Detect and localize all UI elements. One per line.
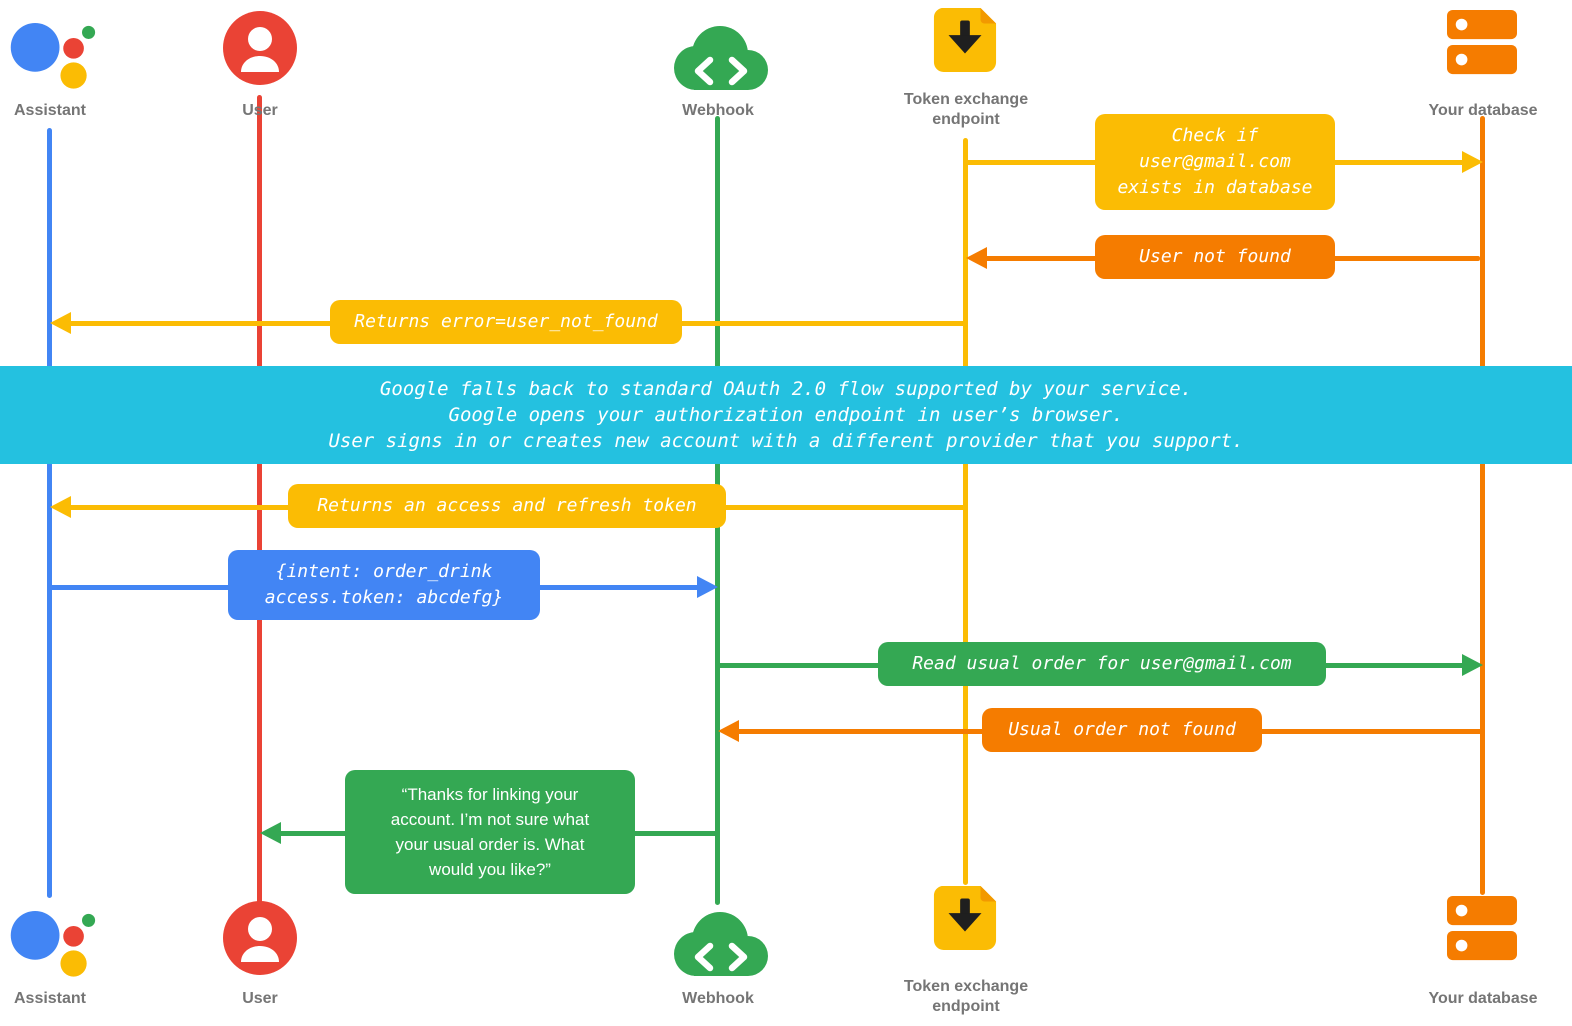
actor-label-database-top: Your database (1428, 102, 1538, 119)
google-assistant-icon (6, 896, 98, 991)
cloud-code-icon (660, 900, 776, 989)
arrowhead-assistant-response (260, 822, 281, 844)
arrowhead-intent-order-drink (697, 576, 718, 598)
arrowhead-returns-tokens (50, 496, 71, 518)
message-returns-tokens: Returns an access and refresh token (288, 484, 726, 528)
message-intent-order-drink: {intent: order_drink access.token: abcde… (228, 550, 540, 620)
message-check-user-exists: Check if user@gmail.com exists in databa… (1095, 114, 1335, 210)
arrowhead-returns-error (50, 312, 71, 334)
token-exchange-icon (932, 884, 998, 955)
user-icon (220, 8, 300, 93)
actor-label-database-bottom: Your database (1428, 990, 1538, 1007)
actor-label-user-bottom: User (242, 990, 278, 1007)
arrowhead-user-not-found (966, 247, 987, 269)
message-returns-error: Returns error=user_not_found (330, 300, 682, 344)
user-icon (220, 898, 300, 983)
oauth-fallback-banner: Google falls back to standard OAuth 2.0 … (0, 366, 1572, 464)
message-read-usual-order: Read usual order for user@gmail.com (878, 642, 1326, 686)
actor-label-assistant-bottom: Assistant (13, 990, 87, 1007)
cloud-code-icon (660, 14, 776, 103)
message-assistant-response: “Thanks for linking your account. I’m no… (345, 770, 635, 894)
actor-label-token-exchange-top: Token exchange endpoint (903, 91, 1029, 128)
token-exchange-icon (932, 6, 998, 77)
actor-label-assistant-top: Assistant (13, 102, 87, 119)
google-assistant-icon (6, 8, 98, 103)
arrowhead-read-usual-order (1462, 654, 1483, 676)
database-icon (1445, 8, 1519, 83)
actor-label-token-exchange-bottom: Token exchange endpoint (903, 978, 1029, 1015)
lifeline-token-exchange (963, 138, 968, 885)
message-usual-order-not-found: Usual order not found (982, 708, 1262, 752)
message-user-not-found: User not found (1095, 235, 1335, 279)
actor-label-webhook-bottom: Webhook (682, 990, 754, 1007)
arrowhead-check-user-exists (1462, 151, 1483, 173)
lifeline-user (257, 95, 262, 905)
actor-label-user-top: User (242, 102, 278, 119)
arrowhead-usual-order-not-found (718, 720, 739, 742)
database-icon (1445, 894, 1519, 969)
lifeline-database (1480, 116, 1485, 895)
lifeline-assistant (47, 128, 52, 898)
actor-label-webhook-top: Webhook (682, 102, 754, 119)
